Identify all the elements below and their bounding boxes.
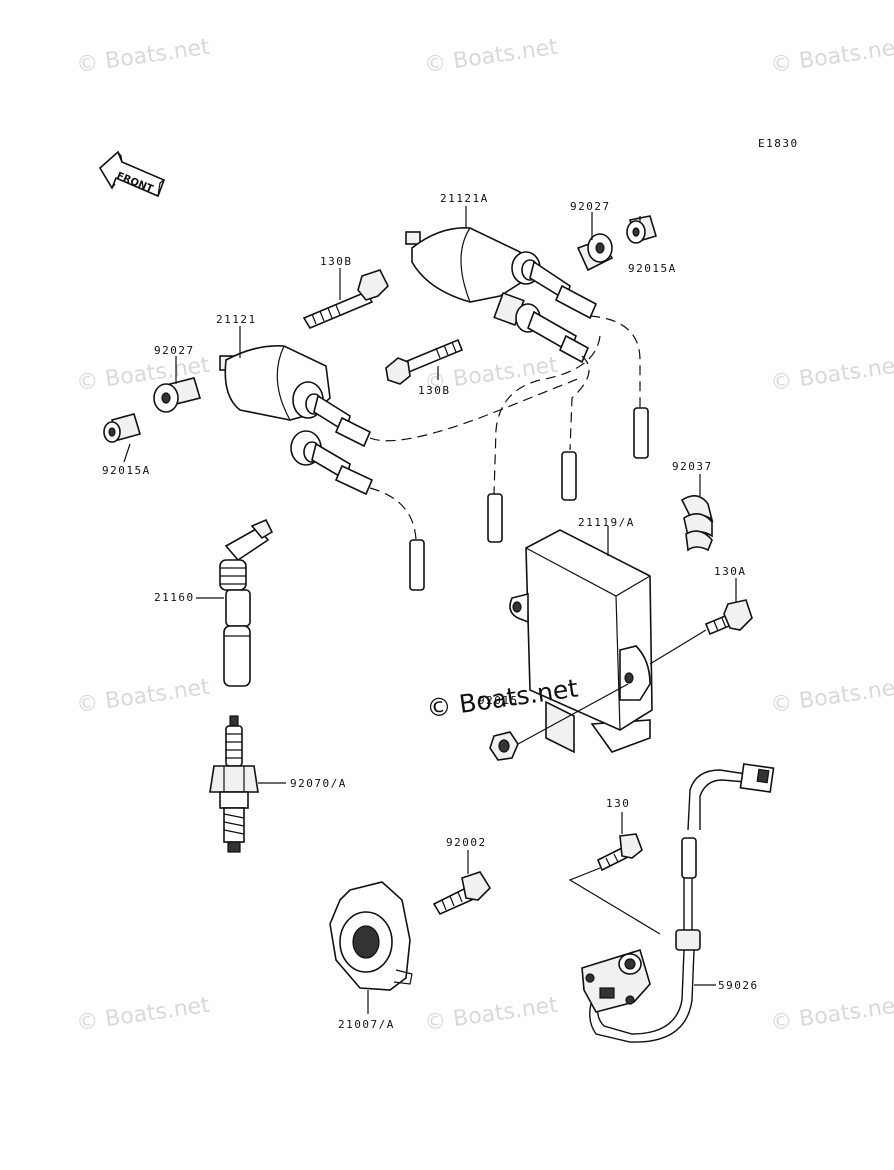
part-label-130b-upper[interactable]: 130B bbox=[320, 255, 353, 268]
front-direction-arrow-icon: FRONT bbox=[98, 150, 166, 198]
wire-end bbox=[409, 539, 425, 591]
part-label-92002[interactable]: 92002 bbox=[446, 836, 487, 849]
part-label-21121[interactable]: 21121 bbox=[216, 313, 257, 326]
spark-plug bbox=[209, 715, 259, 853]
part-label-21121a[interactable]: 21121A bbox=[440, 192, 489, 205]
igniter-unit bbox=[509, 529, 653, 754]
pickup-coil bbox=[581, 763, 775, 1043]
part-label-92027-right[interactable]: 92027 bbox=[570, 200, 611, 213]
ignition-coil-lower bbox=[219, 344, 374, 496]
part-label-92027-left[interactable]: 92027 bbox=[154, 344, 195, 357]
leader-lines bbox=[123, 206, 737, 1014]
timing-rotor bbox=[329, 881, 413, 991]
part-label-130a[interactable]: 130A bbox=[714, 565, 747, 578]
bushing-92027-left bbox=[153, 377, 202, 413]
bolt-130b-upper bbox=[302, 269, 389, 330]
part-label-92015a-right[interactable]: 92015A bbox=[628, 262, 677, 275]
bolt-130b-middle bbox=[385, 338, 464, 385]
ht-lead bbox=[369, 377, 581, 442]
ignition-coil-upper bbox=[405, 227, 598, 364]
part-label-130[interactable]: 130 bbox=[606, 797, 631, 810]
ht-lead bbox=[589, 315, 641, 408]
diagram-code: E1830 bbox=[758, 137, 799, 150]
ht-lead bbox=[493, 335, 601, 495]
part-label-92037[interactable]: 92037 bbox=[672, 460, 713, 473]
bolt-92002 bbox=[432, 871, 492, 916]
bolt-130a bbox=[649, 599, 753, 665]
part-label-92070a[interactable]: 92070/A bbox=[290, 777, 347, 790]
nut-92015 bbox=[489, 683, 629, 761]
bolt-130 bbox=[568, 833, 661, 935]
spark-plug-cap bbox=[219, 518, 274, 687]
part-label-21160[interactable]: 21160 bbox=[154, 591, 195, 604]
bushing-92027-right bbox=[576, 233, 614, 272]
part-label-59026[interactable]: 59026 bbox=[718, 979, 759, 992]
wire-end bbox=[487, 493, 503, 543]
ht-lead bbox=[569, 355, 590, 451]
collar-92015a-right bbox=[626, 215, 657, 244]
ht-lead bbox=[369, 487, 417, 541]
part-label-21119a[interactable]: 21119/A bbox=[578, 516, 635, 529]
clamp-92037 bbox=[680, 495, 714, 552]
collar-92015a-left bbox=[103, 413, 142, 443]
part-label-92015a-left[interactable]: 92015A bbox=[102, 464, 151, 477]
wire-end bbox=[561, 451, 577, 501]
part-label-130b-middle[interactable]: 130B bbox=[418, 384, 451, 397]
part-label-92015[interactable]: 92015 bbox=[478, 694, 519, 707]
part-label-21007a[interactable]: 21007/A bbox=[338, 1018, 395, 1031]
wire-end bbox=[633, 407, 649, 459]
